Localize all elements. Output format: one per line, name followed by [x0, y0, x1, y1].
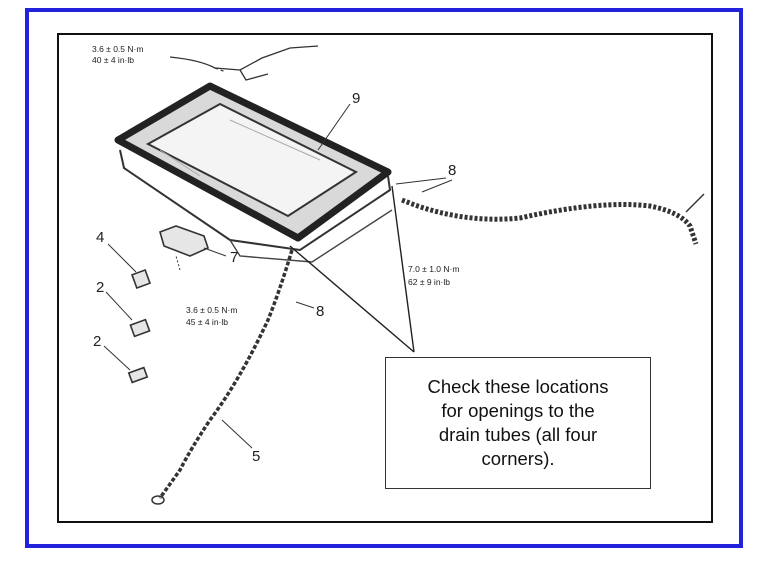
part-number-7: 7: [230, 249, 238, 266]
part-number-4: 4: [96, 229, 104, 246]
callout-line-4: corners).: [481, 448, 555, 469]
torque-spec-bracket-metric: 3.6 ± 0.5 N·m: [186, 305, 237, 315]
bracket-parts-drawing: [127, 225, 209, 384]
torque-spec-bracket-imperial: 45 ± 4 in·lb: [186, 317, 228, 327]
callout-line-3: drain tubes (all four: [438, 424, 598, 445]
callout-line-1: Check these locations: [427, 376, 609, 397]
leader-lines: [103, 177, 447, 371]
callout-pointers: [289, 185, 415, 353]
torque-spec-corner-metric: 7.0 ± 1.0 N·m: [408, 264, 459, 274]
callout-line-2: for openings to the: [441, 400, 595, 421]
torque-spec-corner-imperial: 62 ± 9 in·lb: [408, 277, 450, 287]
sunroof-frame-drawing: [114, 82, 393, 263]
front-drain-tube-drawing: [151, 249, 294, 505]
part-number-8-bottom: 8: [316, 303, 324, 320]
right-drain-tube-drawing: [401, 179, 705, 245]
part-number-2-lower: 2: [93, 333, 101, 350]
torque-spec-top-left-metric: 3.6 ± 0.5 N·m: [92, 44, 143, 54]
part-number-9: 9: [352, 90, 360, 107]
drain-tube-callout-box: Check these locations for openings to th…: [385, 357, 651, 489]
part-number-5: 5: [252, 448, 260, 465]
top-bracket-drawing: [169, 45, 319, 81]
part-number-2-upper: 2: [96, 279, 104, 296]
torque-spec-top-left-imperial: 40 ± 4 in·lb: [92, 55, 134, 65]
part-number-8-right: 8: [448, 162, 456, 179]
